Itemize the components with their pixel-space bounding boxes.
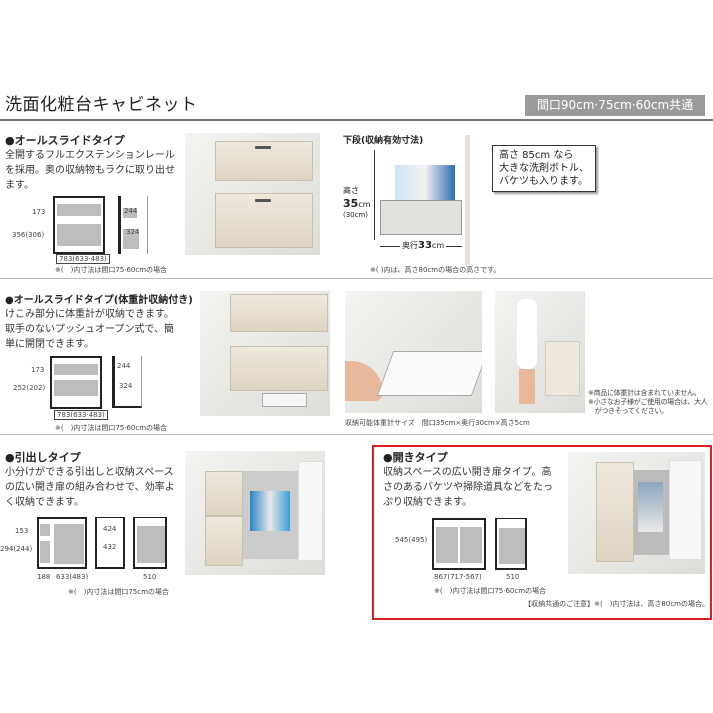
footnote: ※( )内寸法は間口75cmの場合: [68, 588, 169, 596]
section-divider: [0, 434, 713, 435]
dim-label: 510: [506, 573, 520, 581]
dim-label: 356(306): [12, 231, 45, 239]
highlight-frame: [372, 445, 712, 620]
desc-line: 収納スペースの広い開き扉タイプ。高: [383, 467, 552, 478]
note-line: ※小さなお子様がご使用の場合は、大人: [588, 398, 708, 406]
desc-line: 小分けができる引出しと収納スペース: [5, 467, 174, 478]
desc-line: 単に開閉できます。: [5, 339, 94, 350]
dim-label: 783(633·483): [54, 410, 108, 420]
desc-line: の広い開き扉の組み合わせで、効率よ: [5, 482, 175, 493]
section-divider: [0, 278, 713, 279]
photo-caption: 収納可能体重計サイズ 間口35cm×奥行30cm×高さ5cm: [345, 419, 530, 427]
dimension-diagram: 173 252(202) 783(633·483) 244 324: [13, 356, 160, 421]
lower-title: 下段(収納有効寸法): [343, 136, 424, 146]
dimension-diagram: 153 294(244) 188 633(483) 424 432 510: [0, 517, 170, 587]
weighing-photo: [495, 291, 585, 413]
section-heading: ●オールスライドタイプ: [5, 134, 125, 147]
dim-label: 173: [31, 366, 45, 374]
dim-label: 188: [37, 573, 51, 581]
height-arrow: [374, 150, 375, 240]
desc-line: ます。: [5, 180, 34, 191]
common-note: 【収納共通のご注意】※( )内寸法は、高さ80cmの場合。: [524, 600, 709, 608]
section-description: 収納スペースの広い開き扉タイプ。高 さのあるバケツや掃除道具などをたっ ぷり収納…: [383, 465, 553, 510]
dim-label: 783(633·483): [56, 254, 110, 264]
footnote: ※( )内寸法は間口75·60cmの場合: [55, 424, 168, 432]
dim-label: 244: [117, 362, 131, 370]
all-slide-cabinet-photo: [185, 133, 320, 255]
bottles-illustration: [395, 165, 455, 200]
dim-label: 324: [119, 382, 133, 390]
dim-label: 432: [103, 543, 117, 551]
footnote: ※( )内寸法は間口75·60cmの場合: [55, 266, 168, 274]
height-alt: (30cm): [343, 211, 369, 219]
width-badge: 間口90cm·75cm·60cm共通: [525, 95, 705, 116]
dim-label: 244: [124, 207, 138, 215]
callout-line: 大きな洗剤ボトル、: [499, 163, 589, 174]
dim-label: 252(202): [13, 384, 46, 392]
height-value: 35: [343, 197, 359, 210]
desc-line: ぷり収納できます。: [383, 497, 472, 508]
note-line: ※商品に体重計は含まれていません。: [588, 389, 701, 397]
hinged-door-cabinet-photo: [568, 452, 705, 574]
section-description: 小分けができる引出しと収納スペース の広い開き扉の組み合わせで、効率よ く収納で…: [5, 465, 175, 510]
footnote: ※( )内寸法は間口75·60cmの場合: [434, 587, 547, 595]
section-heading: ●オールスライドタイプ(体重計収納付き): [5, 295, 193, 306]
drawer-illustration: [380, 200, 462, 235]
title-rule: [0, 119, 713, 121]
dim-label: 633(483): [56, 573, 89, 581]
dim-label: 545(495): [395, 536, 428, 544]
depth-unit: cm: [431, 241, 445, 250]
desc-line: 全開するフルエクステンションレール: [5, 150, 175, 161]
dimension-diagram: 173 356(306) 783(633·483) 244 324: [12, 196, 160, 264]
height-unit: cm: [358, 200, 371, 209]
cabinet-edge: [465, 135, 470, 265]
desc-line: 取手のないプッシュオープン式で、簡: [5, 324, 174, 335]
desc-line: を採用。奥の収納物もラクに取り出せ: [5, 165, 175, 176]
section-heading: ●開きタイプ: [383, 451, 448, 464]
drawer-type-cabinet-photo: [185, 451, 325, 575]
section-heading: ●引出しタイプ: [5, 451, 81, 464]
page-title: 洗面化粧台キャビネット: [5, 95, 198, 115]
depth-value: 33: [418, 240, 432, 251]
desc-line: く収納できます。: [5, 497, 84, 508]
depth-label: 奥行: [402, 241, 418, 250]
callout-box: 高さ 85cm なら 大きな洗剤ボトル、 バケツも入ります。: [492, 145, 596, 192]
callout-line: 高さ 85cm なら: [499, 150, 574, 161]
dim-label: 153: [15, 527, 29, 535]
dim-label: 424: [103, 525, 117, 533]
dim-label: 294(244): [0, 545, 33, 553]
scale-drawer-photo: [345, 291, 482, 413]
footnote: ※( )内は、高さ80cmの場合の高さです。: [370, 266, 501, 274]
desc-line: さのあるバケツや掃除道具などをたっ: [383, 482, 553, 493]
section-description: 全開するフルエクステンションレール を採用。奥の収納物もラクに取り出せ ます。: [5, 148, 175, 193]
callout-line: バケツも入ります。: [499, 176, 588, 187]
side-notes: ※商品に体重計は含まれていません。 ※小さなお子様がご使用の場合は、大人 がつき…: [588, 389, 708, 416]
dimension-diagram: 545(495) 867(717·567) 510: [390, 518, 540, 588]
dim-label: 510: [143, 573, 157, 581]
dim-label: 324: [126, 228, 140, 236]
dim-label: 867(717·567): [434, 573, 482, 581]
note-line: がつきそってください。: [588, 407, 668, 415]
height-label: 高さ: [343, 186, 359, 195]
desc-line: けこみ部分に体重計が収納できます。: [5, 309, 174, 320]
section-description: けこみ部分に体重計が収納できます。 取手のないプッシュオープン式で、簡 単に開閉…: [5, 307, 174, 352]
dim-label: 173: [32, 208, 46, 216]
scale-storage-cabinet-photo: [200, 291, 330, 416]
